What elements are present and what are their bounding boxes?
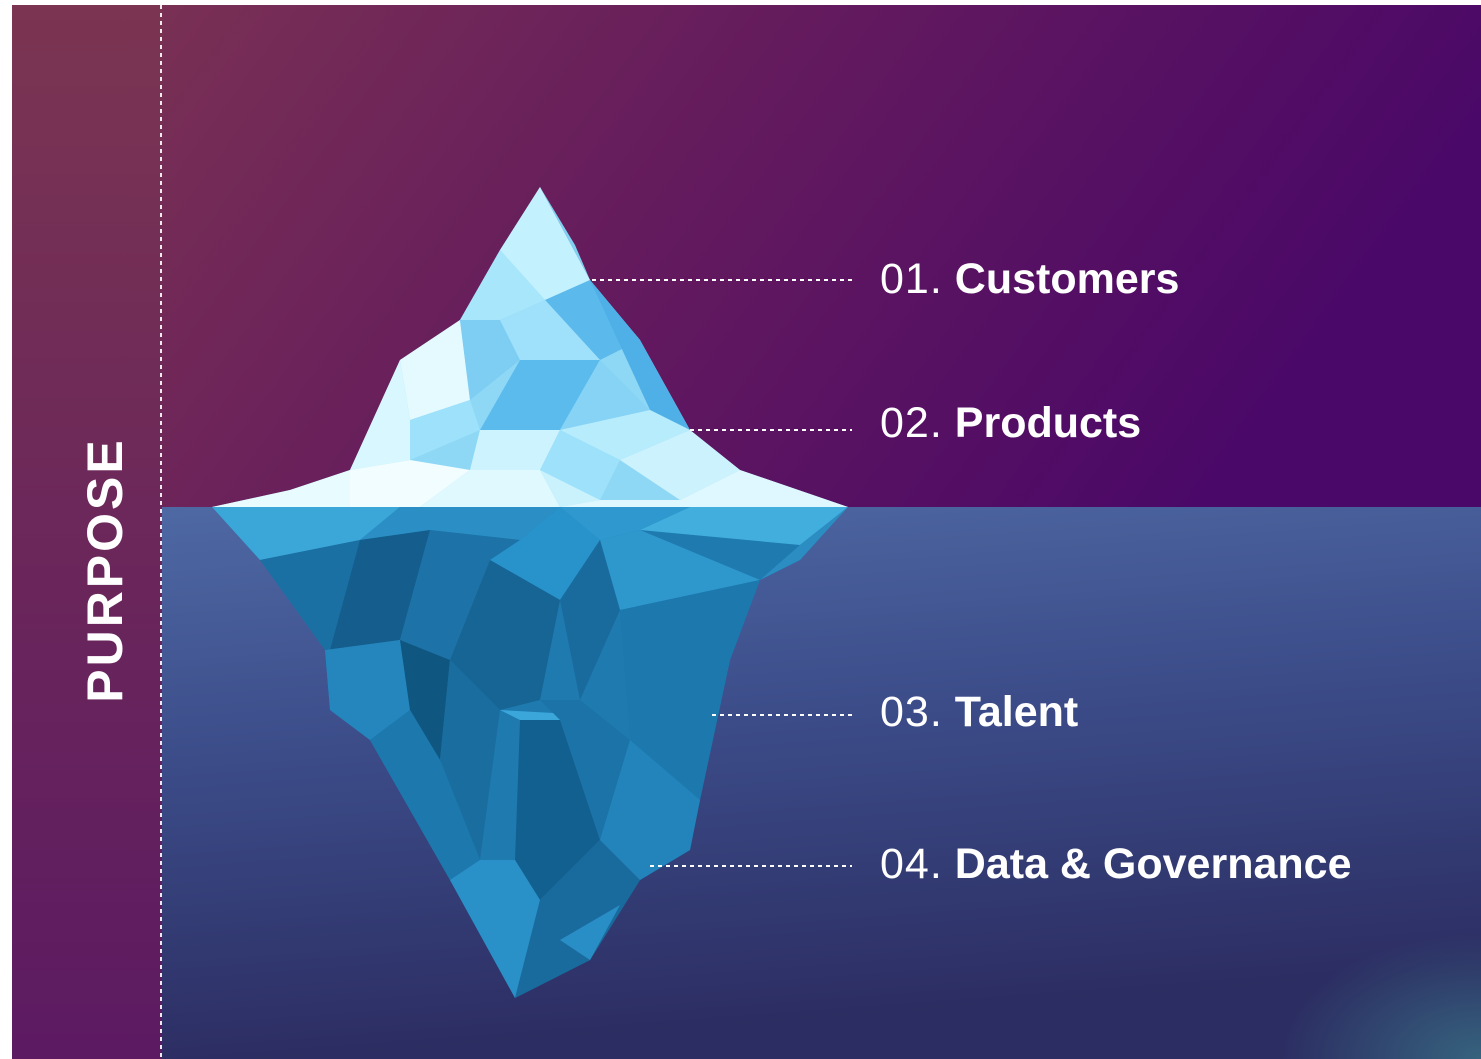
item-number: 03. bbox=[880, 688, 943, 736]
item-label: Data & Governance bbox=[954, 840, 1352, 888]
left-strip bbox=[12, 5, 162, 1059]
item-number: 01. bbox=[880, 255, 943, 303]
item-data-governance: 04.Data & Governance bbox=[880, 843, 1351, 886]
sky-background bbox=[12, 5, 1481, 507]
iceberg-underwater bbox=[212, 507, 848, 998]
item-talent: 03.Talent bbox=[880, 691, 1078, 734]
item-products: 02.Products bbox=[880, 402, 1141, 445]
item-customers: 01.Customers bbox=[880, 258, 1179, 301]
item-label: Products bbox=[954, 399, 1142, 447]
item-number: 04. bbox=[880, 840, 943, 888]
sea-glow bbox=[900, 700, 1481, 1059]
iceberg-tip bbox=[212, 187, 848, 507]
item-number: 02. bbox=[880, 399, 943, 447]
purpose-text: PURPOSE bbox=[77, 437, 133, 703]
item-label: Talent bbox=[954, 688, 1079, 736]
item-label: Customers bbox=[954, 255, 1180, 303]
